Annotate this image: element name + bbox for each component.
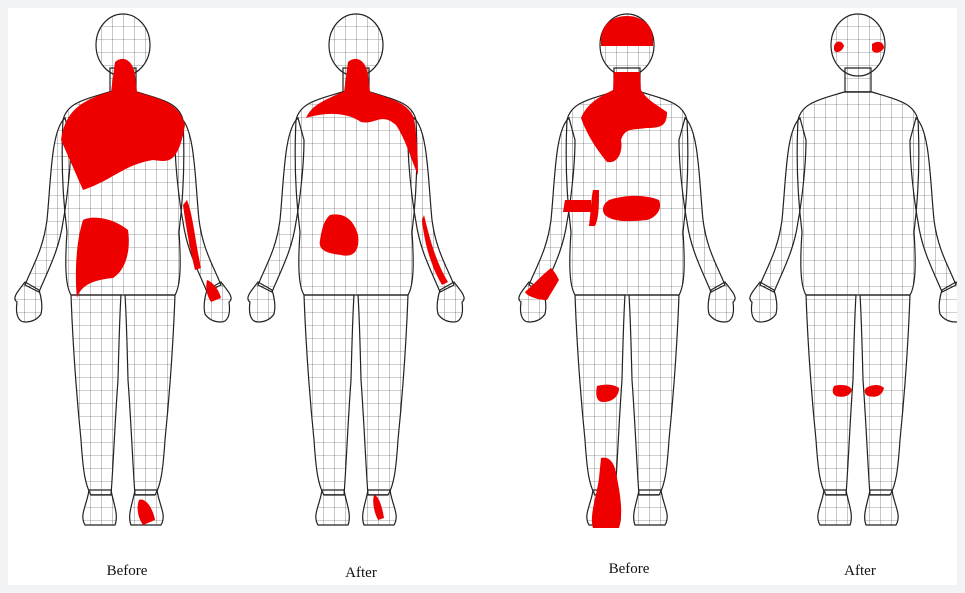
figure-caption-1: Before (67, 563, 187, 580)
figure-caption-2: After (301, 565, 421, 582)
figure-caption-3: Before (569, 561, 689, 578)
body-figure-2-after (248, 14, 464, 525)
figure-caption-4: After (800, 563, 920, 580)
pain-region-neck (613, 72, 641, 92)
pain-region-head (601, 16, 653, 46)
pain-region-mid-back (603, 196, 660, 221)
body-figure-3-before (519, 14, 735, 528)
body-diagrams (8, 8, 957, 585)
body-figure-4-after (750, 14, 957, 525)
body-figure-1-before (15, 14, 231, 525)
figure-card: Before After Before After (8, 8, 957, 585)
